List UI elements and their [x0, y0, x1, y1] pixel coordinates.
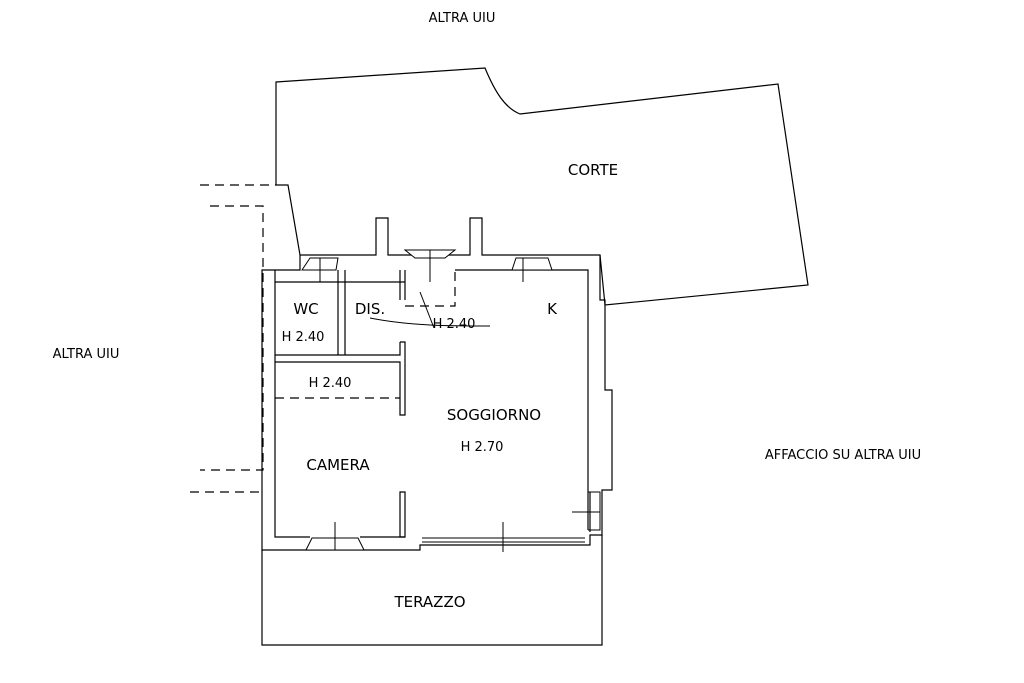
wc-label: WC: [293, 300, 318, 318]
terrace-label: TERAZZO: [393, 593, 465, 611]
courtyard-outline: [275, 67, 809, 306]
top-neighbor-label: ALTRA UIU: [429, 11, 496, 26]
apartment-outer-wall: [261, 255, 613, 551]
bedroom-height-label: H 2.40: [309, 376, 352, 391]
kitchen-window: [511, 257, 553, 271]
dis-door-arc: [369, 317, 491, 327]
wc-partition: [275, 270, 401, 356]
courtyard-label: CORTE: [568, 161, 618, 179]
right-window: [588, 491, 601, 531]
apartment-inner-wall: [274, 282, 310, 538]
terrace-outline: [261, 535, 603, 646]
dis-height-label: H 2.40: [433, 317, 476, 332]
dis-dashed-line: [405, 270, 456, 307]
living-height-label: H 2.70: [461, 440, 504, 455]
left-neighbor-dash-2: [200, 205, 264, 471]
left-neighbor-label: ALTRA UIU: [53, 347, 120, 362]
living-label: SOGGIORNO: [447, 406, 541, 424]
wc-height-label: H 2.40: [282, 330, 325, 345]
dis-label: DIS.: [355, 300, 385, 318]
bedroom-partition-lower: [399, 491, 406, 538]
right-neighbor-label: AFFACCIO SU ALTRA UIU: [765, 448, 921, 463]
bedroom-label: CAMERA: [306, 456, 370, 474]
bedroom-partition: [275, 341, 406, 416]
kitchen-label: K: [547, 300, 558, 318]
dis-door-leaf: [419, 291, 435, 329]
dis-partition: [399, 270, 406, 300]
apartment-inner-wall-top: [274, 269, 589, 530]
